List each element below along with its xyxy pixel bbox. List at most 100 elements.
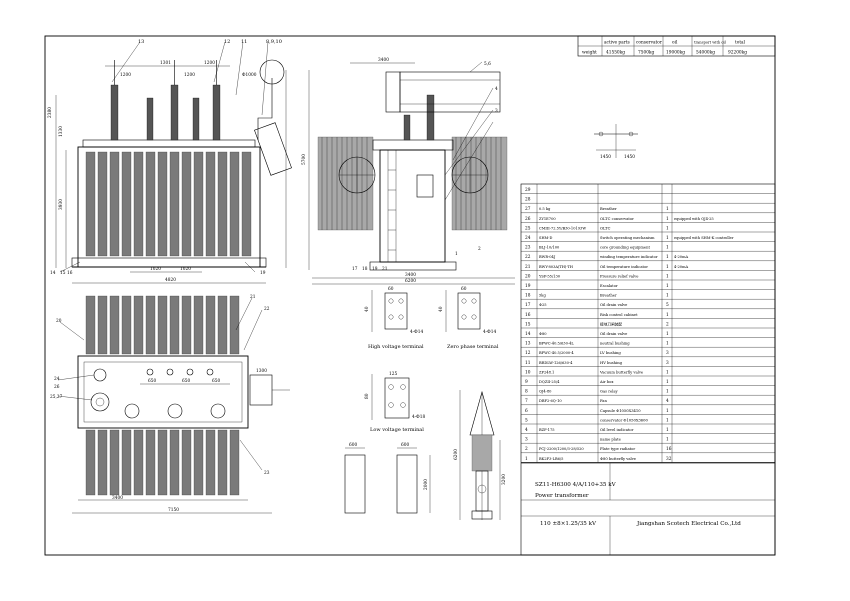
- front-dim-1200a: 1200: [120, 73, 131, 78]
- front-dim-1200c: 1200: [204, 61, 215, 66]
- plan-dim-3400: 3400: [112, 496, 123, 501]
- parts-row-29-no: 29: [525, 188, 531, 193]
- parts-row-7-name: Fan: [600, 399, 608, 403]
- parts-row-9-qty: 1: [666, 380, 669, 385]
- parts-row-18-qty: 1: [666, 294, 669, 299]
- weight-oil: 19000kg: [666, 51, 685, 56]
- parts-row-16-name: Risk control cabinet: [600, 313, 638, 317]
- weights-header-active: active parts: [604, 41, 630, 46]
- parts-row-23-qty: 1: [666, 246, 669, 251]
- plan-dim-650a: 650: [148, 379, 156, 384]
- parts-row-24-qty: 1: [666, 236, 669, 241]
- plan-callout-24: 24: [54, 377, 60, 382]
- title-rating: 110 ±8×1.25/35 kV: [540, 521, 597, 527]
- parts-row-23-name: core grounding equipment: [600, 246, 650, 250]
- parts-row-8-no: 8: [525, 390, 528, 395]
- parts-row-4-code: BZF-175: [539, 428, 555, 432]
- parts-row-6-qty: 1: [666, 409, 669, 414]
- parts-row-8-qty: 1: [666, 390, 669, 395]
- parts-row-26-name: OLTC conservator: [600, 217, 634, 221]
- parts-row-9-name: Air box: [599, 380, 614, 384]
- side-dim-3400-top: 3400: [378, 58, 389, 63]
- parts-row-22-note: 4-20mA: [674, 255, 688, 259]
- parts-row-21-name: Oil temperature indicator: [600, 265, 648, 269]
- side-callout-56: 5,6: [484, 62, 491, 67]
- plan-radiators-top: [85, 295, 240, 355]
- parts-row-1-qty: 32: [666, 457, 672, 462]
- parts-row-11-no: 11: [525, 361, 531, 366]
- parts-row-10-name: Vacuum butterfly valve: [599, 370, 643, 374]
- parts-row-3-name: name plate: [600, 438, 621, 442]
- parts-row-27-name: Breather: [600, 207, 617, 211]
- parts-row-10-qty: 1: [666, 370, 669, 375]
- parts-row-3-qty: 1: [666, 438, 669, 443]
- plan-dim-7150: 7150: [168, 508, 179, 513]
- side-dim-3400-bottom: 3400: [405, 273, 416, 278]
- parts-row-15-no: 15: [525, 322, 531, 327]
- side-callout-4: 4: [495, 87, 498, 92]
- parts-row-22-no: 22: [525, 255, 531, 260]
- parts-row-4-qty: 1: [666, 428, 669, 433]
- front-dim-1020b: 1020: [180, 267, 191, 272]
- lv-terminal-dim-125: 125: [389, 372, 397, 377]
- plan-dim-1300: 1300: [256, 369, 267, 374]
- parts-row-3-no: 3: [525, 438, 528, 443]
- front-dim-4820: 4820: [165, 278, 176, 283]
- parts-row-20-code: YSF-55/130: [538, 274, 561, 278]
- weights-table: active parts conservator oil transport w…: [577, 35, 776, 57]
- weight-active-parts: 41550kg: [606, 51, 625, 56]
- parts-row-24-no: 24: [525, 236, 531, 241]
- parts-row-20-no: 20: [525, 274, 531, 279]
- side-callout-3: 3: [495, 109, 498, 114]
- parts-row-20-qty: 1: [666, 274, 669, 279]
- parts-row-4-name: Oil level indicator: [600, 428, 634, 432]
- plan-dim-650c: 650: [212, 379, 220, 384]
- foundation-detail: 600 600 2000: [344, 443, 431, 514]
- front-dim-1330: 1330: [59, 126, 64, 137]
- parts-row-26-note: equipped with QJ4-25: [674, 217, 714, 221]
- parts-row-16-qty: 1: [666, 313, 669, 318]
- plan-callout-26: 26: [54, 385, 60, 390]
- plan-callout-2527: 25,27: [50, 395, 63, 400]
- title-block: SZ11-H6300 4/A/110+35 kV Power transform…: [520, 462, 776, 556]
- weights-header-transport: transport with oil: [694, 41, 727, 45]
- parts-row-22-name: winding temperature indicator: [600, 255, 658, 259]
- transport-view: 6200 3200: [454, 390, 507, 520]
- parts-row-9-no: 9: [525, 380, 528, 385]
- plan-dim-650b: 650: [182, 379, 190, 384]
- parts-row-13-code: BFWC-40.5/630-4L: [539, 342, 574, 346]
- lv-terminal-bolt: 4-Φ18: [412, 415, 425, 420]
- transport-dim-6200: 6200: [454, 449, 459, 460]
- front-callout-16: 16: [67, 271, 73, 276]
- plan-view: 3400 7150 650 650 650 1300 20 21 22 23 2…: [50, 295, 290, 514]
- front-dim-1200b: 1200: [184, 73, 195, 78]
- title-company: Jiangshan Scotech Electrical Co.,Ltd: [636, 521, 741, 527]
- parts-row-5-qty: 1: [666, 418, 669, 423]
- hv-terminal-label: High voltage terminal: [368, 344, 424, 350]
- parts-row-11-name: HV bushing: [600, 361, 623, 365]
- parts-row-20-name: Pressure relief valve: [600, 274, 638, 278]
- parts-row-14-name: Oil drain valve: [600, 332, 627, 336]
- parts-row-17-code: Φ25: [539, 303, 547, 307]
- plan-callout-23: 23: [264, 471, 270, 476]
- weight-total: 92200kg: [728, 51, 747, 56]
- front-dim-2380: 2380: [48, 107, 53, 118]
- parts-row-26-no: 26: [525, 217, 531, 222]
- parts-row-7-code: DBF2-6Q-10: [539, 399, 562, 403]
- parts-row-26-qty: 1: [666, 217, 669, 222]
- zero-terminal-dim-40: 40: [439, 306, 444, 312]
- parts-row-1-no: 1: [525, 457, 528, 462]
- front-callout-13: 13: [138, 39, 144, 45]
- parts-row-9-code: DQZII-25/4: [539, 380, 560, 384]
- parts-row-15-qty: 2: [666, 322, 669, 327]
- front-callout-19: 19: [260, 271, 266, 276]
- parts-row-17-qty: 5: [666, 303, 669, 308]
- parts-row-18-code: 5kg: [539, 294, 546, 298]
- parts-row-2-no: 2: [525, 447, 528, 452]
- hv-terminal-dim-60: 60: [388, 287, 394, 292]
- parts-row-27-code: 0.5 kg: [539, 207, 551, 211]
- parts-row-19-qty: 1: [666, 284, 669, 289]
- parts-row-25-no: 25: [525, 226, 531, 231]
- parts-row-26-code: ZY1E700: [539, 217, 556, 221]
- side-callout-2: 2: [478, 247, 481, 252]
